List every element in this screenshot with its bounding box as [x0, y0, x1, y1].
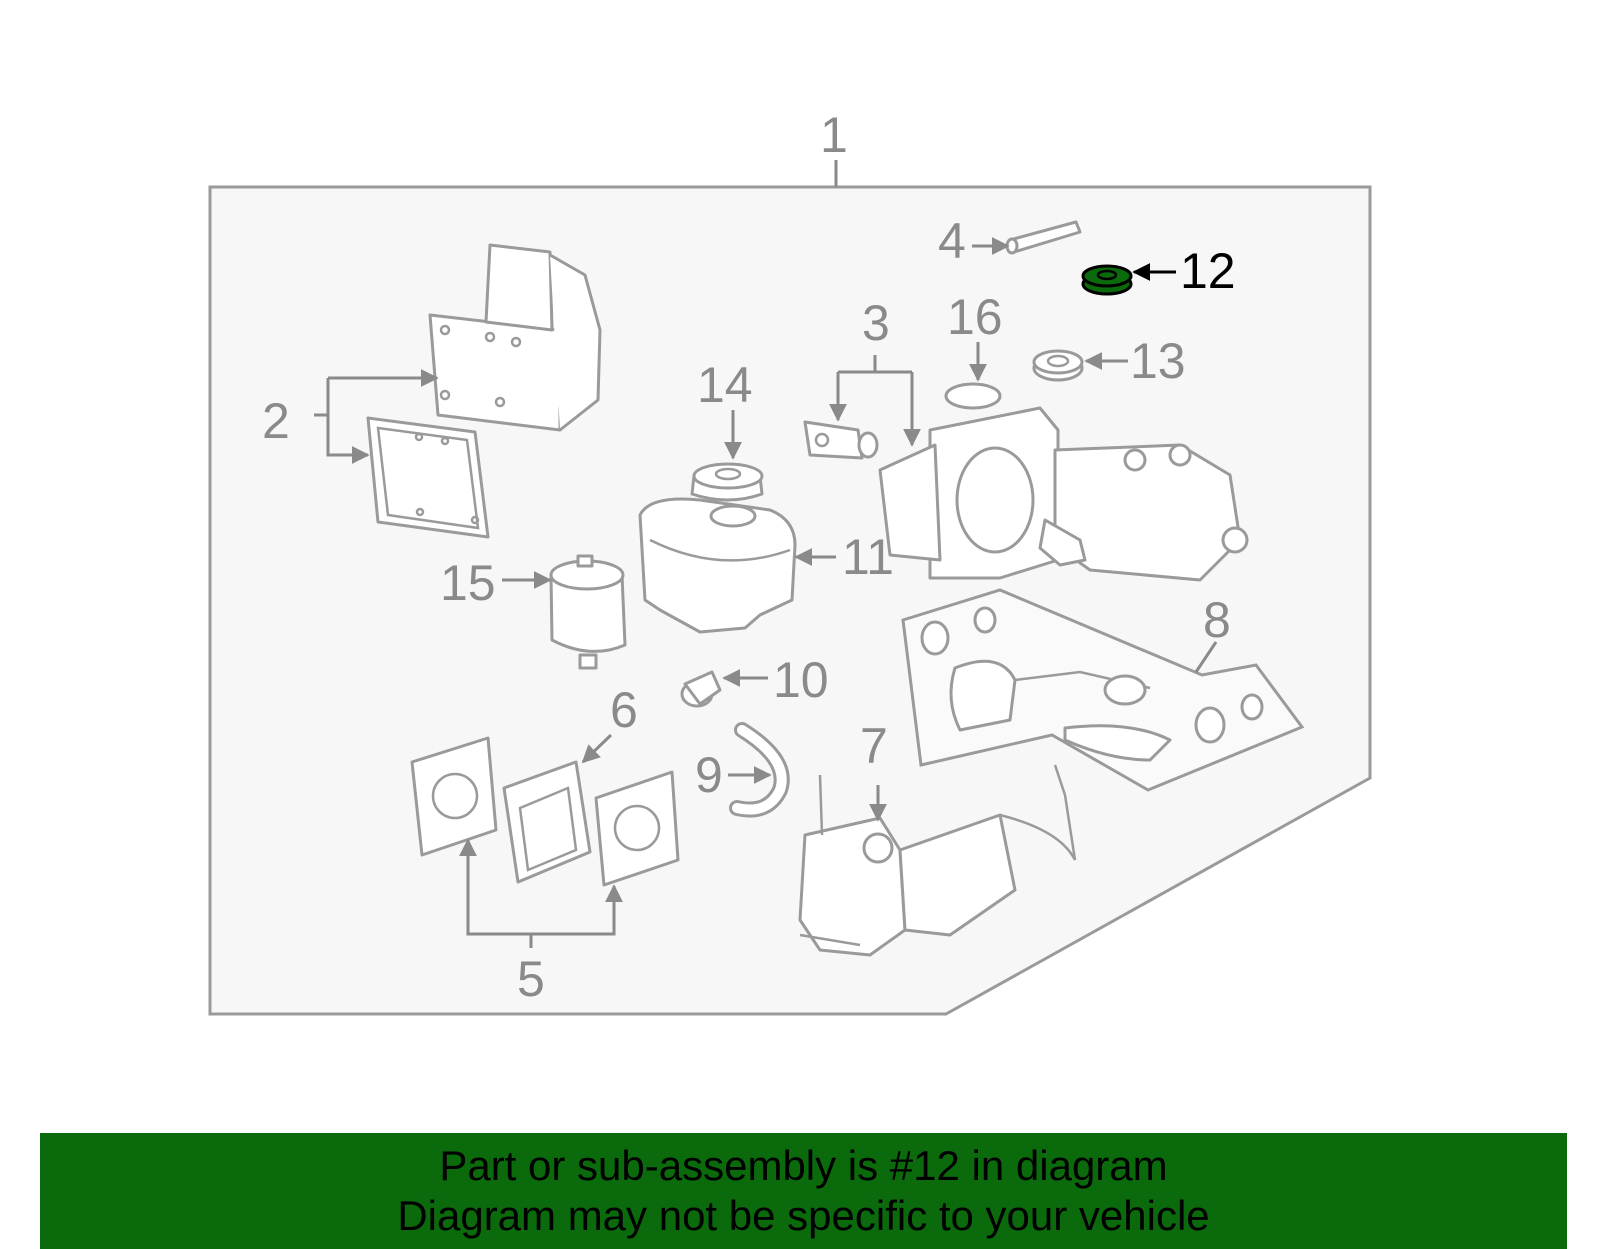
callout-1[interactable]: 1	[820, 107, 848, 163]
callout-16[interactable]: 16	[947, 289, 1003, 345]
part-3-valve[interactable]	[803, 420, 879, 460]
part-6-seal-plate[interactable]	[502, 760, 592, 884]
part-11-reservoir[interactable]	[638, 497, 797, 634]
part-10-clamp[interactable]	[680, 670, 722, 708]
callout-5[interactable]: 5	[517, 951, 545, 1007]
part-15-filter[interactable]	[549, 554, 627, 670]
part-2-control-module[interactable]	[428, 243, 602, 432]
callout-14[interactable]: 14	[697, 357, 753, 413]
part-13-seal[interactable]	[1032, 349, 1084, 382]
callout-15[interactable]: 15	[440, 555, 496, 611]
callout-7[interactable]: 7	[860, 718, 888, 774]
hydraulic-unit[interactable]	[878, 406, 1249, 582]
callout-4[interactable]: 4	[938, 213, 966, 269]
callout-12-highlighted[interactable]: 12	[1180, 243, 1236, 299]
part-7-pump[interactable]	[798, 764, 1077, 957]
callout-11[interactable]: 11	[842, 529, 894, 585]
info-banner: Part or sub-assembly is #12 in diagram D…	[40, 1133, 1567, 1249]
banner-line-disclaimer: Diagram may not be specific to your vehi…	[397, 1192, 1210, 1239]
part-8-kit[interactable]	[901, 588, 1305, 792]
callout-3[interactable]: 3	[862, 295, 890, 351]
callout-10[interactable]: 10	[773, 652, 829, 708]
part-5-gasket-right[interactable]	[594, 770, 680, 887]
callout-9[interactable]: 9	[695, 747, 723, 803]
banner-line-part: Part or sub-assembly is #12 in diagram	[439, 1142, 1168, 1189]
part-5-gasket-left[interactable]	[410, 736, 498, 857]
part-2-gasket[interactable]	[366, 416, 490, 539]
callout-8[interactable]: 8	[1203, 592, 1231, 648]
callout-6[interactable]: 6	[610, 682, 638, 738]
callout-2[interactable]: 2	[262, 393, 290, 449]
parts-diagram: 1 2 3 4 5 6 7 8 9 10 11 12 13 14 15 16	[208, 107, 1372, 1016]
part-9-hose[interactable]	[729, 722, 790, 818]
part-14-cap[interactable]	[690, 462, 764, 502]
part-16-o-ring[interactable]	[944, 382, 1002, 410]
part-12-grommet[interactable]	[1081, 264, 1133, 296]
callout-13[interactable]: 13	[1130, 333, 1186, 389]
